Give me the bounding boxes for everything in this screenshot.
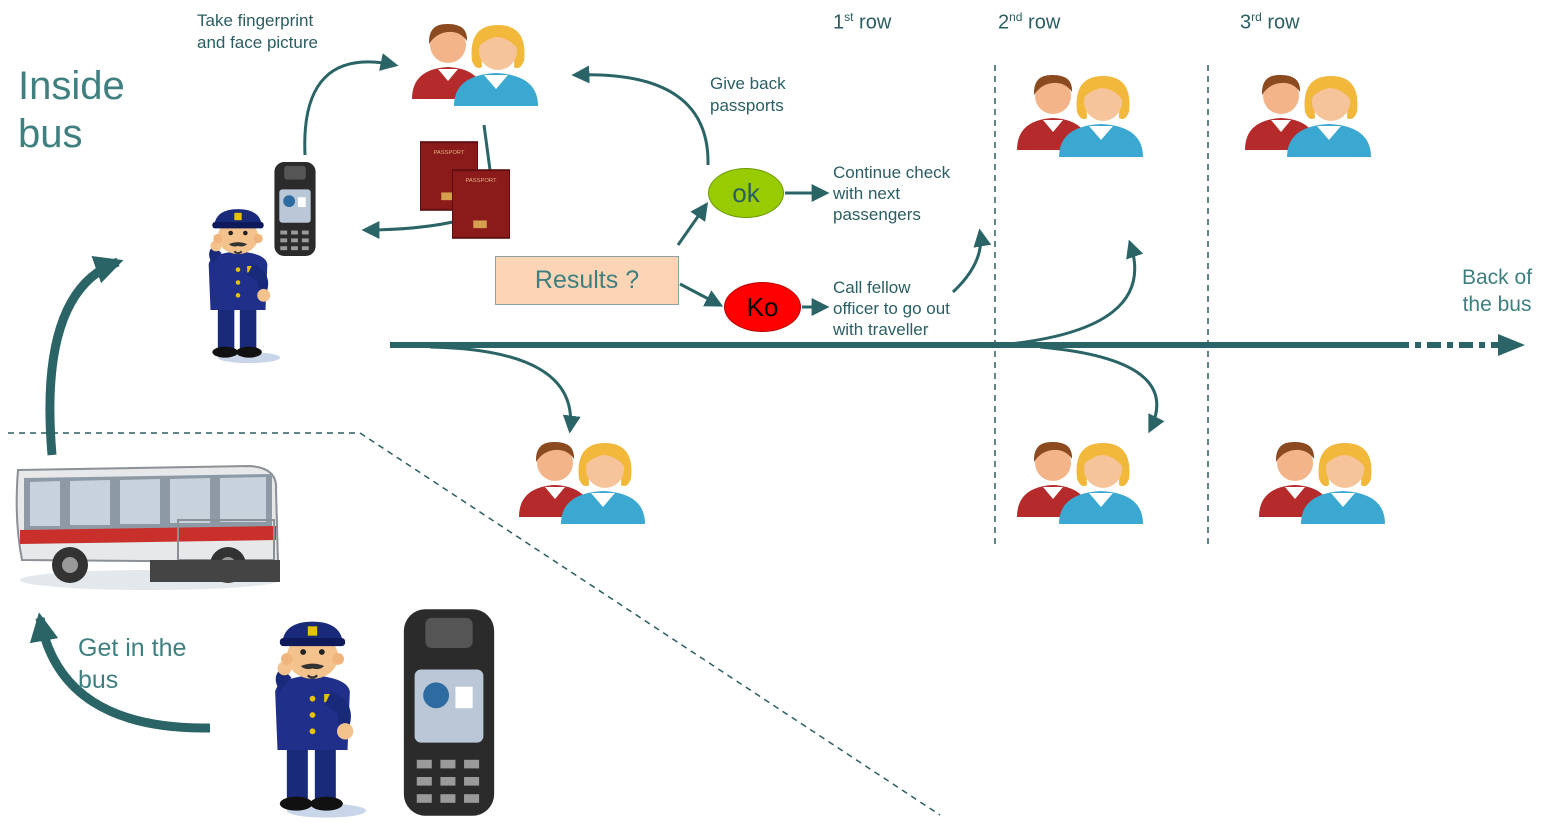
passport-icon bbox=[452, 169, 510, 239]
get-in-arrow bbox=[29, 612, 211, 733]
passengers-icon bbox=[1245, 74, 1371, 157]
ok-decision: ok bbox=[708, 168, 784, 218]
scanner-icon bbox=[274, 161, 316, 257]
fingerprint-step-label: Take fingerprint and face picture bbox=[197, 11, 318, 52]
aisle-to-front-passengers-arrow bbox=[429, 345, 581, 434]
officer-icon bbox=[273, 620, 368, 819]
passengers-icon bbox=[412, 23, 538, 107]
results-to-ok-arrow bbox=[676, 202, 709, 246]
passport-link-line bbox=[482, 124, 492, 171]
results-to-ko-arrow bbox=[679, 282, 724, 307]
back-of-bus-label: Back of the bus bbox=[1462, 266, 1533, 316]
zone-separator-diagonal bbox=[359, 432, 941, 816]
row-label-3: 3rd row bbox=[1240, 10, 1300, 34]
get-in-step-label: Get in the bus bbox=[78, 634, 187, 694]
scanner-icon bbox=[403, 609, 495, 816]
passport-return-arrow bbox=[361, 218, 463, 239]
call-officer-step-label: Call fellow officer to go out with trave… bbox=[833, 278, 950, 339]
separator-lines bbox=[8, 65, 1209, 816]
row-label-1: 1st row bbox=[833, 10, 892, 34]
continue-step-label: Continue check with next passengers bbox=[833, 163, 951, 224]
aisle-to-row2-bottom-arrow bbox=[1039, 345, 1165, 434]
passengers-icon bbox=[1017, 441, 1143, 524]
passengers-icon bbox=[1259, 441, 1385, 524]
officer-icon bbox=[207, 208, 282, 365]
call-officer-up-arrow bbox=[951, 228, 992, 294]
bus-aisle-arrow bbox=[390, 334, 1525, 356]
give-back-step-label: Give back passports bbox=[710, 74, 786, 115]
give-back-arrow bbox=[571, 65, 710, 166]
board-arrow bbox=[45, 256, 124, 456]
page-title: Inside bus bbox=[18, 64, 125, 156]
passengers-icon bbox=[519, 441, 645, 524]
results-box: Results ? bbox=[495, 256, 679, 305]
row-label-2: 2nd row bbox=[998, 10, 1061, 34]
passengers-icon bbox=[1017, 74, 1143, 157]
ko-decision: Ko bbox=[724, 282, 801, 332]
fingerprint-arrow bbox=[303, 53, 399, 156]
bus-icon bbox=[15, 464, 280, 590]
aisle-to-row2-top-arrow bbox=[999, 239, 1144, 347]
